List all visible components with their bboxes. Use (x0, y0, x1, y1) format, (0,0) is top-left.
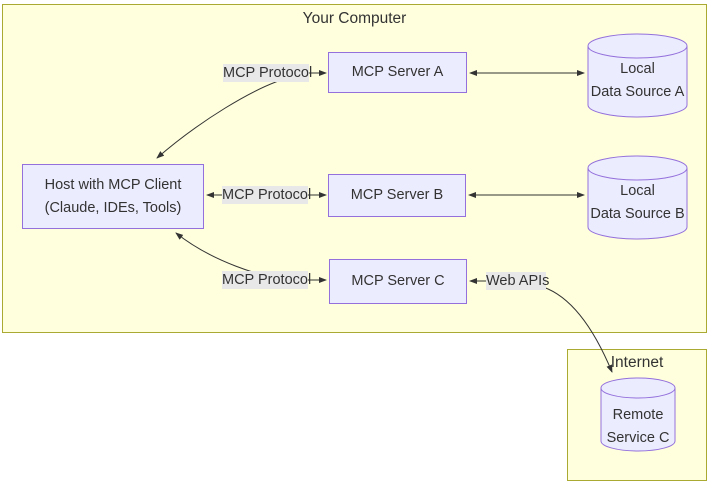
node-local-data-source-a: Local Data Source A (587, 33, 688, 118)
database-cylinder-icon (587, 33, 688, 118)
edge-label-mcp-protocol-a: MCP Protocol (223, 64, 313, 82)
host-label-line2: (Claude, IDEs, Tools) (44, 199, 182, 216)
host-label-line1: Host with MCP Client (44, 176, 182, 193)
node-mcp-server-c: MCP Server C (329, 259, 467, 304)
data-source-a-line1: Local (620, 61, 655, 77)
your-computer-title: Your Computer (302, 10, 407, 27)
node-mcp-server-b: MCP Server B (328, 174, 466, 217)
node-host-with-mcp-client: Host with MCP Client (Claude, IDEs, Tool… (22, 164, 204, 229)
edge-label-web-apis: Web APIs (486, 272, 550, 290)
node-mcp-server-a: MCP Server A (328, 52, 467, 93)
mcp-server-b-label: MCP Server B (350, 187, 444, 203)
data-source-a-line2: Data Source A (590, 84, 685, 100)
database-cylinder-icon (600, 377, 676, 452)
node-remote-service-c: Remote Service C (600, 377, 676, 452)
data-source-b-line1: Local (620, 183, 655, 199)
remote-service-c-line1: Remote (612, 407, 664, 423)
data-source-b-line2: Data Source B (590, 206, 685, 222)
edge-label-mcp-protocol-c: MCP Protocol (222, 271, 312, 289)
remote-service-c-line2: Service C (606, 430, 670, 446)
database-cylinder-icon (587, 155, 688, 240)
node-local-data-source-b: Local Data Source B (587, 155, 688, 240)
mcp-server-a-label: MCP Server A (351, 64, 444, 80)
edge-label-mcp-protocol-b: MCP Protocol (222, 186, 312, 204)
internet-title: Internet (610, 354, 664, 371)
mcp-server-c-label: MCP Server C (351, 273, 445, 289)
